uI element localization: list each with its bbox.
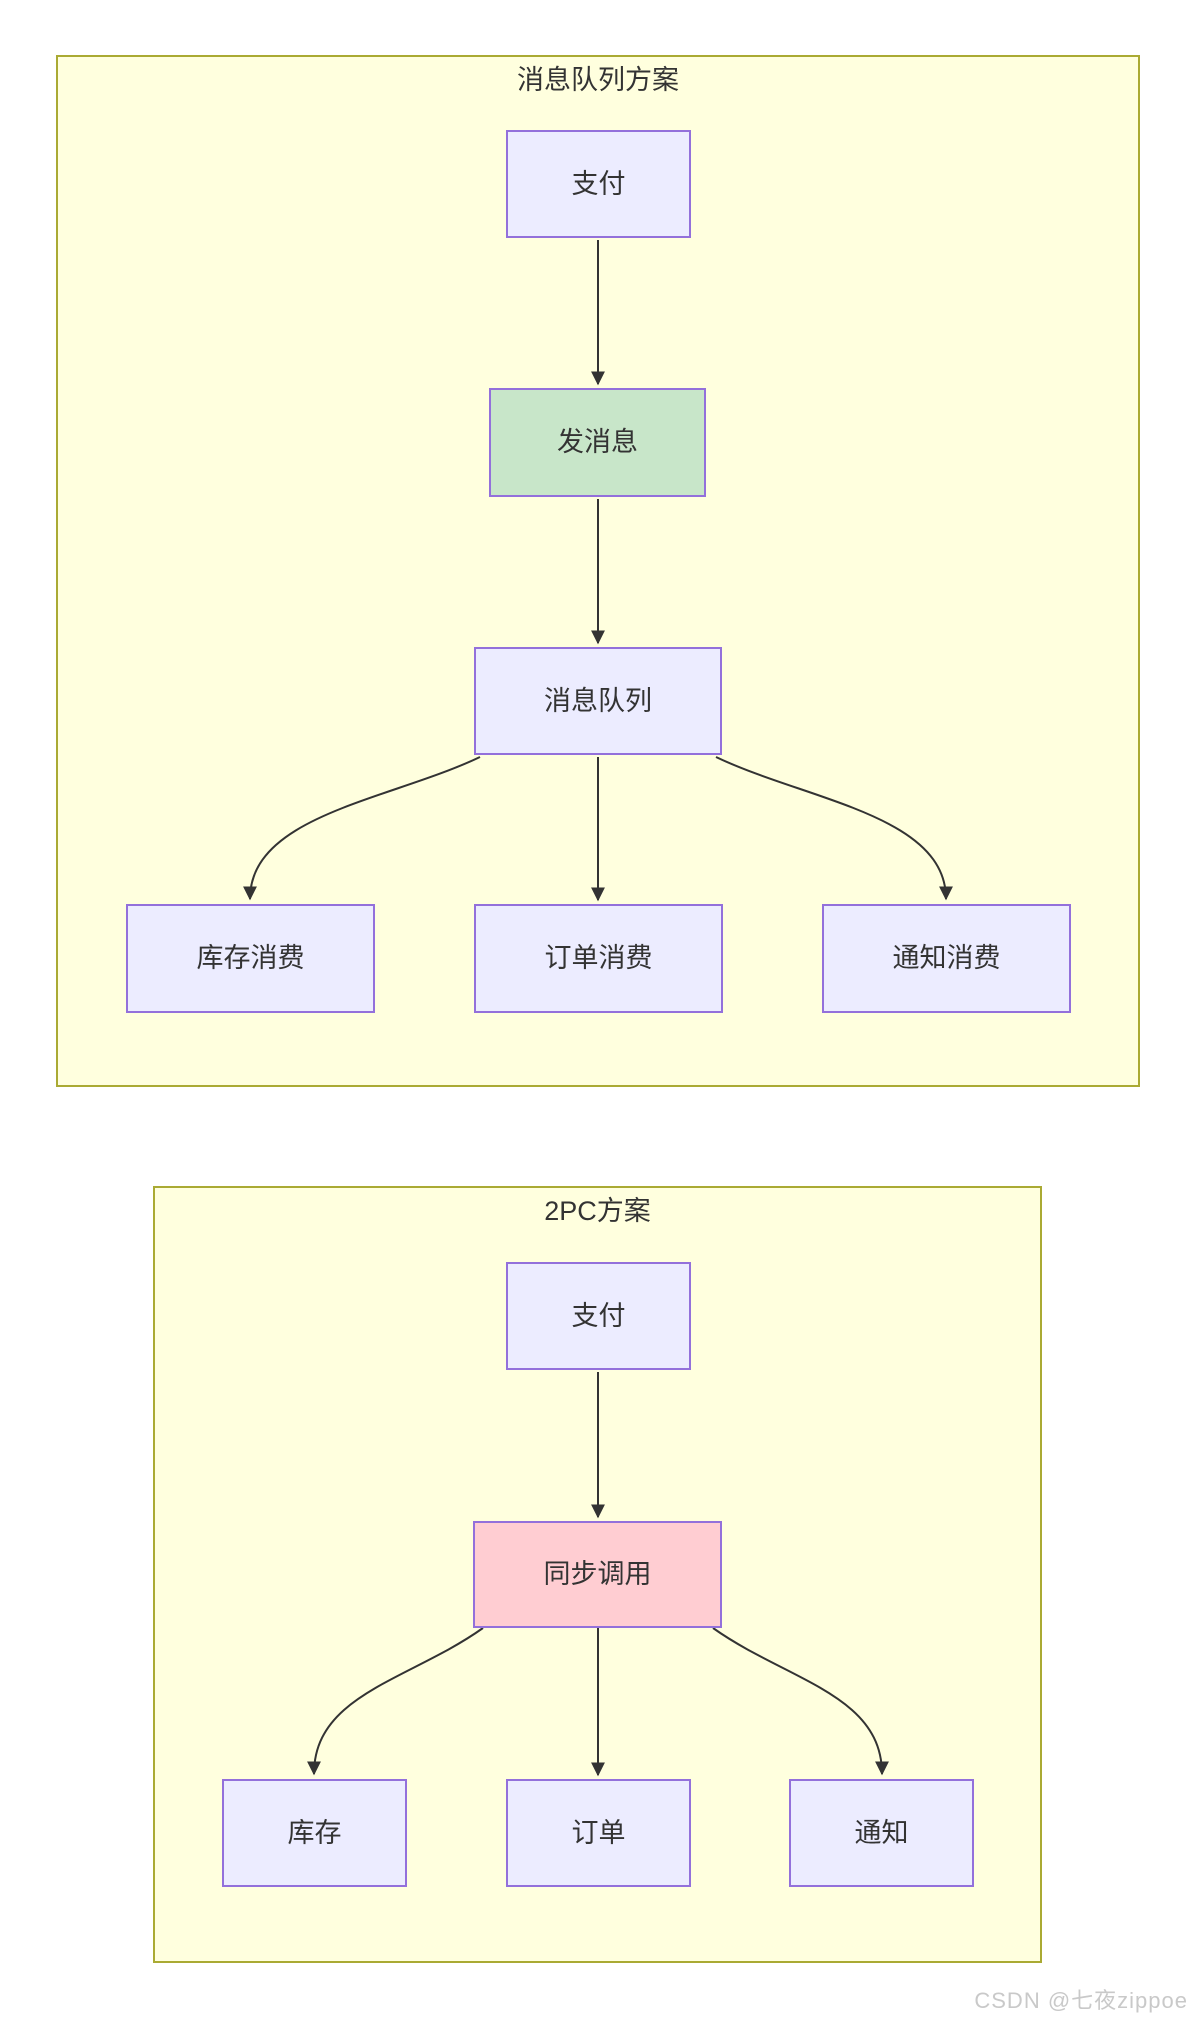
node-pay-d1: 支付 (506, 130, 691, 238)
node-order-d2: 订单 (506, 1779, 691, 1887)
node-sync-call-d2: 同步调用 (473, 1521, 722, 1628)
node-pay-d2: 支付 (506, 1262, 691, 1370)
node-message-queue-d1: 消息队列 (474, 647, 722, 755)
node-label: 库存 (287, 1817, 342, 1848)
node-label: 支付 (571, 1300, 626, 1331)
node-label: 消息队列 (544, 685, 652, 716)
node-label: 支付 (571, 168, 626, 199)
node-stock-consume-d1: 库存消费 (126, 904, 375, 1013)
subgraph-title-message-queue: 消息队列方案 (517, 65, 679, 95)
node-label: 订单 (571, 1817, 626, 1848)
node-label: 发消息 (557, 427, 638, 457)
node-notify-d2: 通知 (789, 1779, 974, 1887)
subgraph-title-2pc: 2PC方案 (544, 1196, 651, 1226)
node-label: 通知 (854, 1817, 909, 1848)
node-label: 订单消费 (544, 943, 653, 973)
node-label: 库存消费 (196, 943, 305, 973)
node-label: 同步调用 (543, 1559, 652, 1589)
node-send-message-d1: 发消息 (489, 388, 706, 497)
csdn-watermark: CSDN @七夜zippoe (974, 1988, 1188, 2013)
node-notify-consume-d1: 通知消费 (822, 904, 1071, 1013)
node-order-consume-d1: 订单消费 (474, 904, 723, 1013)
node-label: 通知消费 (892, 943, 1001, 973)
node-stock-d2: 库存 (222, 1779, 407, 1887)
